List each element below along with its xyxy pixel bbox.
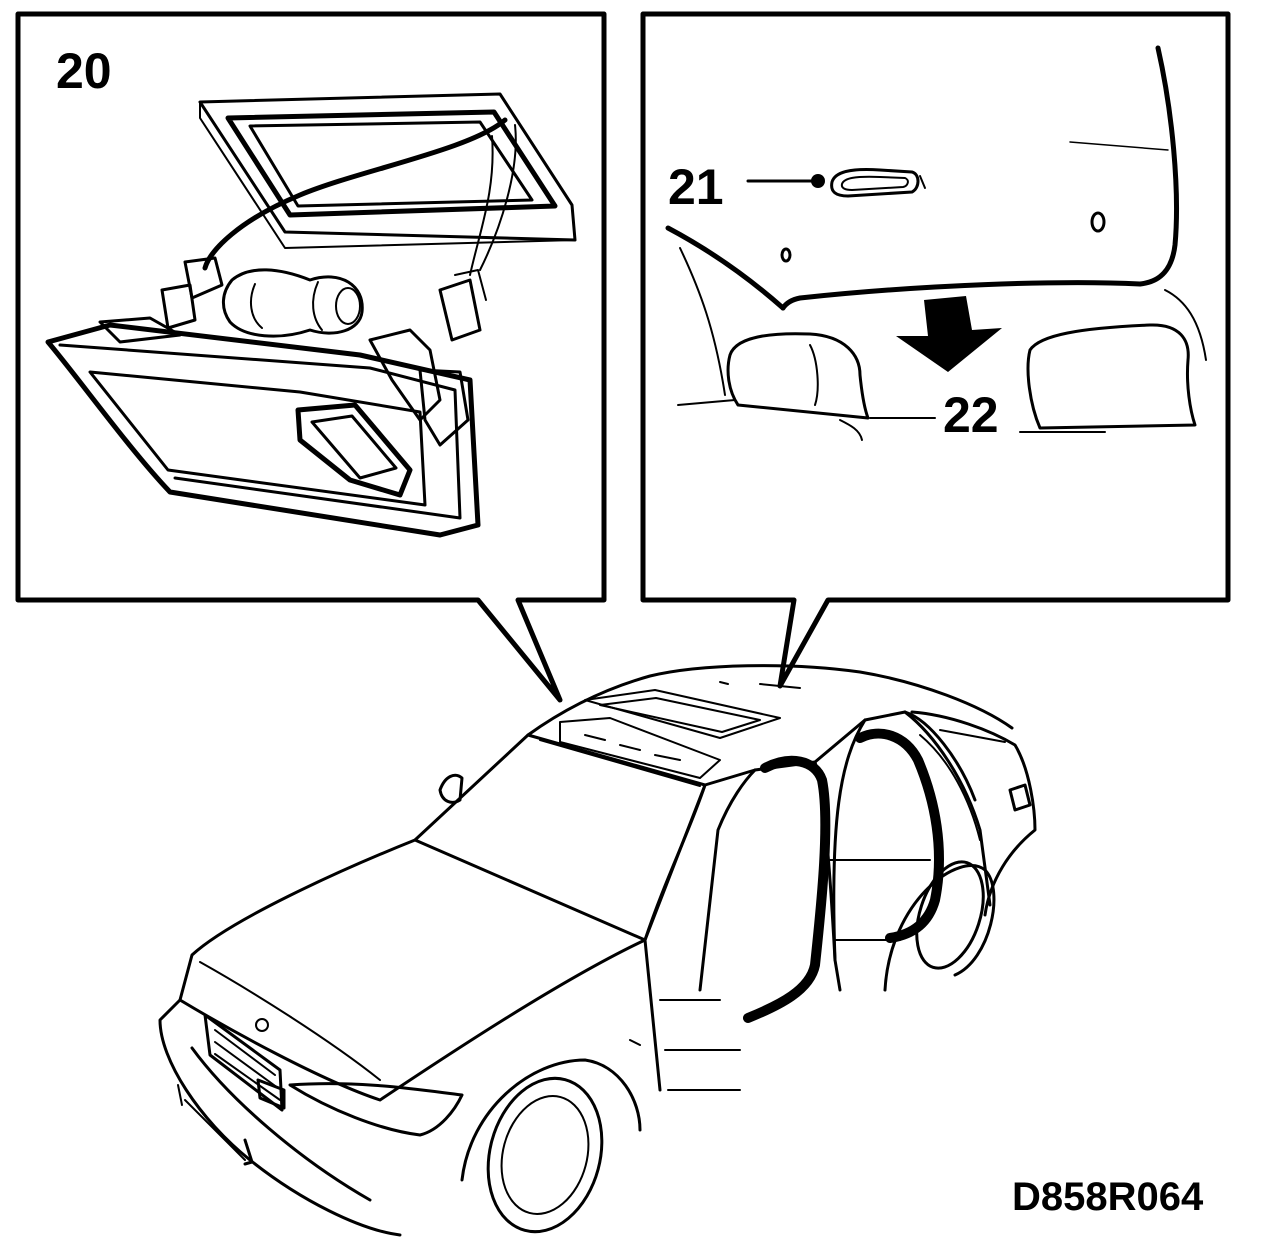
lamp-lens: [88, 370, 427, 507]
grille: [203, 1013, 286, 1112]
label-part-22: 22: [943, 387, 999, 443]
label-part-21: 21: [668, 159, 724, 215]
courtesy-light-assembly: [45, 92, 577, 538]
light-bulb: [222, 268, 364, 338]
headliner-view: [665, 45, 1207, 441]
headrest-right: [1026, 323, 1197, 430]
lamp-opening: [830, 168, 926, 198]
leader-dot-21: [811, 174, 825, 188]
lamp-switch: [295, 402, 413, 498]
callout-panel-21-22: [640, 11, 1231, 689]
front-wheel: [460, 1058, 642, 1234]
callout-panel-20: [15, 11, 607, 703]
label-part-20: 20: [56, 43, 112, 99]
figure-code: D858R064: [1012, 1175, 1204, 1219]
removal-arrow: [896, 296, 1002, 372]
headrest-left: [726, 332, 870, 441]
door-seals: [743, 728, 944, 1023]
rear-wheel: [883, 860, 996, 992]
car-body: [158, 664, 1037, 1237]
